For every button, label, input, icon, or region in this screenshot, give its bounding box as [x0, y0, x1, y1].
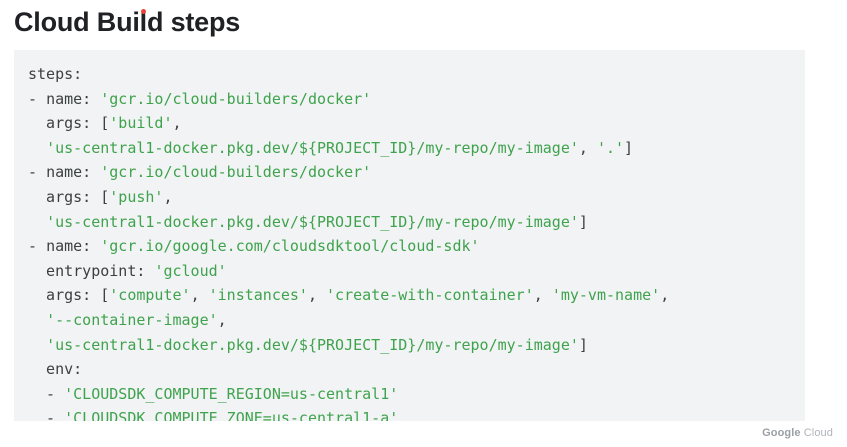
code-token-str: 'build' [109, 114, 173, 133]
code-token-plain: steps: [28, 65, 83, 83]
code-line: - 'CLOUDSDK_COMPUTE_ZONE=us-central1-a' [28, 406, 805, 421]
code-token-plain: name: [46, 163, 101, 182]
code-line: env: [28, 357, 805, 382]
code-token-plain [28, 213, 46, 231]
code-line: args: ['push', [28, 185, 805, 210]
code-token-punct: [ [100, 114, 110, 133]
code-line: entrypoint: 'gcloud' [28, 259, 805, 284]
code-token-plain: args: [28, 187, 101, 206]
code-line: - name: 'gcr.io/cloud-builders/docker' [28, 87, 805, 112]
code-token-str: 'compute' [109, 286, 191, 305]
code-token-punct: [ [100, 187, 110, 206]
code-token-str: '--container-image' [46, 310, 218, 329]
code-token-punct: , [217, 310, 227, 329]
code-token-str: '.' [596, 138, 625, 157]
code-line: args: ['compute', 'instances', 'create-w… [28, 283, 805, 308]
code-token-punct: ] [578, 212, 588, 231]
code-token-punct: ] [624, 138, 634, 157]
page-title: Cloud Build steps [14, 7, 241, 37]
code-token-plain: args: [28, 114, 101, 133]
code-token-str: 'push' [109, 187, 164, 206]
code-token-str: 'us-central1-docker.pkg.dev/${PROJECT_ID… [46, 335, 579, 354]
footer-brand-primary: Google [762, 427, 801, 439]
footer-brand-secondary: Cloud [803, 427, 833, 439]
code-token-plain: env: [28, 360, 83, 379]
code-token-dash: - [28, 163, 47, 182]
code-token-dash: - [28, 384, 65, 403]
code-token-punct: , [163, 187, 173, 206]
code-token-str: 'gcr.io/cloud-builders/docker' [100, 89, 372, 108]
code-token-punct: [ [100, 286, 110, 305]
code-line: steps: [28, 62, 805, 87]
code-token-punct: , [660, 286, 670, 305]
code-line: - 'CLOUDSDK_COMPUTE_REGION=us-central1' [28, 382, 805, 407]
code-token-str: 'gcr.io/cloud-builders/docker' [100, 163, 372, 182]
code-token-str: 'gcloud' [154, 261, 227, 280]
code-token-dash: - [28, 89, 47, 108]
code-block: steps: - name: 'gcr.io/cloud-builders/doc… [14, 50, 805, 421]
code-token-punct: ] [578, 335, 588, 354]
footer-brand: Google Cloud [762, 427, 833, 439]
code-token-punct: , [533, 286, 552, 305]
code-token-plain: entrypoint: [28, 261, 155, 280]
code-lines: steps: - name: 'gcr.io/cloud-builders/doc… [28, 62, 805, 421]
code-token-plain: args: [28, 286, 101, 305]
code-token-punct: , [307, 286, 327, 305]
code-line: 'us-central1-docker.pkg.dev/${PROJECT_ID… [28, 333, 805, 358]
code-token-str: 'my-vm-name' [551, 286, 661, 305]
code-token-punct: , [578, 138, 597, 157]
code-token-str: 'CLOUDSDK_COMPUTE_REGION=us-central1' [64, 384, 399, 403]
code-token-dash: - [28, 237, 47, 256]
code-token-str: 'us-central1-docker.pkg.dev/${PROJECT_ID… [46, 212, 579, 231]
code-token-plain [28, 311, 46, 329]
code-line: args: ['build', [28, 111, 805, 136]
cursor-dot-icon [141, 9, 146, 14]
code-token-punct: , [190, 286, 209, 305]
code-token-str: 'instances' [208, 286, 308, 305]
code-token-punct: , [172, 114, 182, 133]
code-token-str: 'CLOUDSDK_COMPUTE_ZONE=us-central1-a' [64, 409, 399, 421]
code-line: - name: 'gcr.io/google.com/cloudsdktool/… [28, 234, 805, 259]
code-token-plain: name: [46, 89, 101, 108]
code-token-dash: - [28, 409, 65, 421]
code-line: - name: 'gcr.io/cloud-builders/docker' [28, 160, 805, 185]
code-token-plain [28, 139, 46, 157]
code-token-plain: name: [46, 237, 101, 256]
code-token-plain [28, 336, 46, 354]
code-token-str: 'us-central1-docker.pkg.dev/${PROJECT_ID… [46, 138, 579, 157]
code-line: 'us-central1-docker.pkg.dev/${PROJECT_ID… [28, 210, 805, 235]
code-line: 'us-central1-docker.pkg.dev/${PROJECT_ID… [28, 136, 805, 161]
code-line: '--container-image', [28, 308, 805, 333]
code-token-str: 'gcr.io/google.com/cloudsdktool/cloud-sd… [100, 237, 480, 256]
code-token-str: 'create-with-container' [326, 286, 534, 305]
title-row: Cloud Build steps [14, 2, 240, 42]
